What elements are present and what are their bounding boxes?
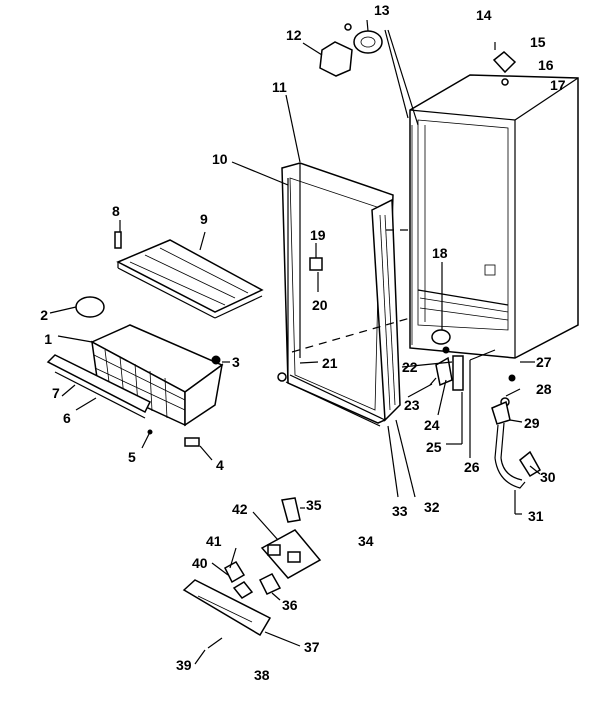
shelf-pin [114, 231, 122, 249]
small-clip [184, 437, 200, 447]
label-23: 23 [404, 397, 420, 413]
label-2: 2 [40, 307, 48, 323]
label-40: 40 [192, 555, 208, 571]
cabinet [409, 74, 579, 359]
label-34: 34 [358, 533, 374, 549]
basket [46, 324, 224, 427]
label-27: 27 [536, 354, 552, 370]
label-7: 7 [52, 385, 60, 401]
basket-stop [211, 355, 221, 365]
label-8: 8 [112, 203, 120, 219]
label-37: 37 [304, 639, 320, 655]
label-17: 17 [550, 77, 566, 93]
label-15: 15 [530, 34, 546, 50]
part-labels: 1 2 3 4 5 6 7 8 9 10 11 12 13 14 15 16 1… [40, 2, 566, 683]
label-11: 11 [272, 79, 287, 95]
label-13: 13 [374, 2, 390, 18]
label-33: 33 [392, 503, 408, 519]
label-26: 26 [464, 459, 480, 475]
door-assembly [277, 162, 401, 427]
label-28: 28 [536, 381, 552, 397]
label-5: 5 [128, 449, 136, 465]
label-32: 32 [424, 499, 440, 515]
label-3: 3 [232, 354, 240, 370]
label-9: 9 [200, 211, 208, 227]
label-36: 36 [282, 597, 298, 613]
label-16: 16 [538, 57, 554, 73]
label-1: 1 [44, 331, 52, 347]
label-22: 22 [402, 359, 418, 375]
label-38: 38 [254, 667, 270, 683]
label-39: 39 [176, 657, 192, 673]
label-20: 20 [312, 297, 328, 313]
label-14: 14 [476, 7, 492, 23]
leader-lines [49, 19, 541, 665]
label-25: 25 [426, 439, 442, 455]
label-35: 35 [306, 497, 322, 513]
shelf [116, 239, 264, 319]
label-24: 24 [424, 417, 440, 433]
label-4: 4 [216, 457, 224, 473]
control-panel [182, 497, 322, 649]
thermostat-parts [429, 329, 516, 391]
drain-hose [491, 397, 542, 489]
label-30: 30 [540, 469, 556, 485]
label-10: 10 [212, 151, 228, 167]
label-31: 31 [528, 508, 544, 524]
label-12: 12 [286, 27, 302, 43]
label-6: 6 [63, 410, 71, 426]
label-19: 19 [310, 227, 326, 243]
label-21: 21 [322, 355, 338, 371]
label-42: 42 [232, 501, 248, 517]
top-components [319, 23, 517, 86]
basket-clip [75, 296, 105, 318]
label-18: 18 [432, 245, 448, 261]
label-29: 29 [524, 415, 540, 431]
label-41: 41 [206, 533, 222, 549]
